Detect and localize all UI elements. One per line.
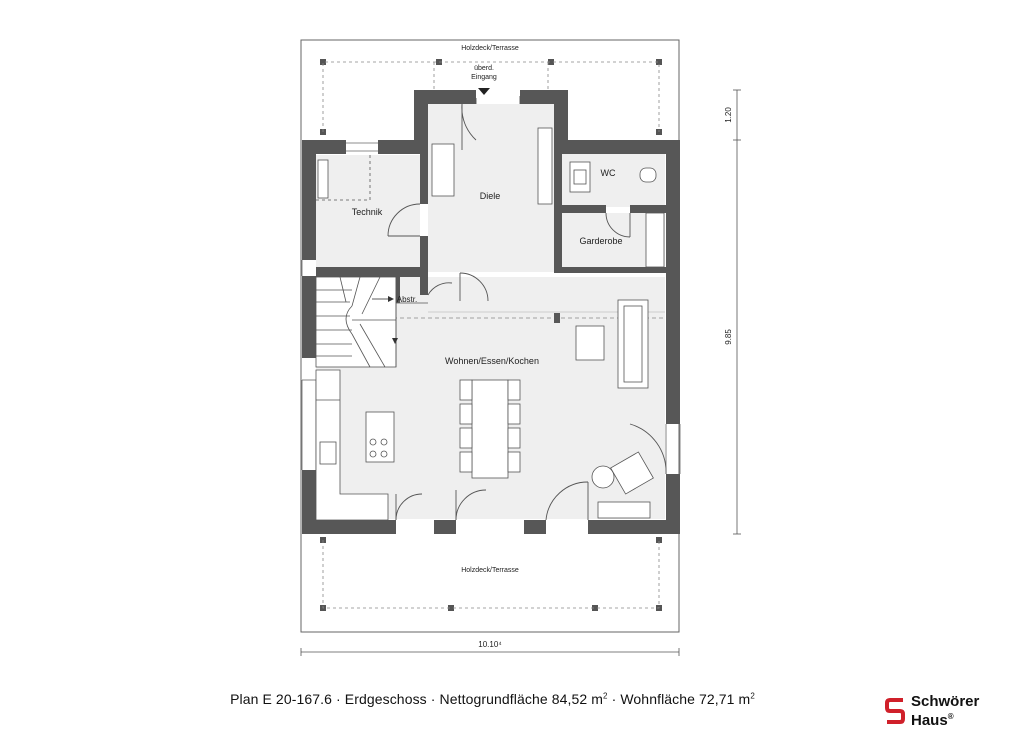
room-label-diele: Diele — [480, 191, 501, 201]
brand-registered: ® — [947, 712, 954, 721]
staircase — [315, 276, 397, 368]
deck-top-label: Holzdeck/Terrasse — [461, 45, 519, 52]
caption-sep-3: · — [607, 691, 621, 707]
deck-bottom-label: Holzdeck/Terrasse — [461, 567, 519, 574]
entrance-label-1: überd. — [474, 65, 494, 72]
room-label-wohnen: Wohnen/Essen/Kochen — [445, 356, 539, 366]
caption-unit-sup-1: 2 — [603, 691, 608, 701]
plan-caption: Plan E 20-167.6 · Erdgeschoss · Nettogru… — [0, 691, 985, 707]
deck-outline — [322, 61, 660, 609]
room-label-garderobe: Garderobe — [579, 236, 622, 246]
dimension-porch: 1.20 — [724, 107, 733, 123]
brand-mark-icon — [885, 698, 905, 724]
entrance-marker — [478, 88, 490, 95]
dimension-width: 10.10⁴ — [478, 640, 502, 649]
stair-arrow — [388, 296, 394, 302]
dining-set — [459, 379, 521, 479]
brand-line-1: Schwörer — [911, 693, 980, 710]
living-furniture — [575, 299, 654, 519]
dimension-depth: 9.85 — [724, 329, 733, 345]
caption-floor: Erdgeschoss — [344, 691, 427, 707]
caption-unit-sup-2: 2 — [750, 691, 755, 701]
caption-sep-1: · — [332, 691, 345, 707]
entrance-label-2: Eingang — [471, 74, 497, 81]
dimension-lines — [300, 89, 741, 656]
caption-plan: Plan E 20-167.6 — [230, 691, 332, 707]
walls — [302, 90, 680, 534]
caption-living-area: Wohnfläche 72,71 m — [620, 691, 751, 707]
brand-line-2: Haus — [911, 712, 948, 729]
caption-sep-2: · — [426, 691, 440, 707]
entry-furniture — [316, 127, 665, 268]
room-label-technik: Technik — [352, 207, 383, 217]
abstr-wall — [396, 277, 400, 303]
room-label-wc: WC — [601, 168, 616, 178]
column — [554, 313, 560, 323]
brand-logo: Schwörer Haus® — [884, 694, 1004, 728]
brand-name: Schwörer Haus® — [911, 694, 979, 728]
kitchen-units — [315, 369, 395, 521]
doors — [387, 96, 667, 521]
caption-net-area: Nettogrundfläche 84,52 m — [439, 691, 604, 707]
room-label-abstr: Abstr. — [397, 295, 417, 304]
stair-arrow-2 — [392, 338, 398, 344]
